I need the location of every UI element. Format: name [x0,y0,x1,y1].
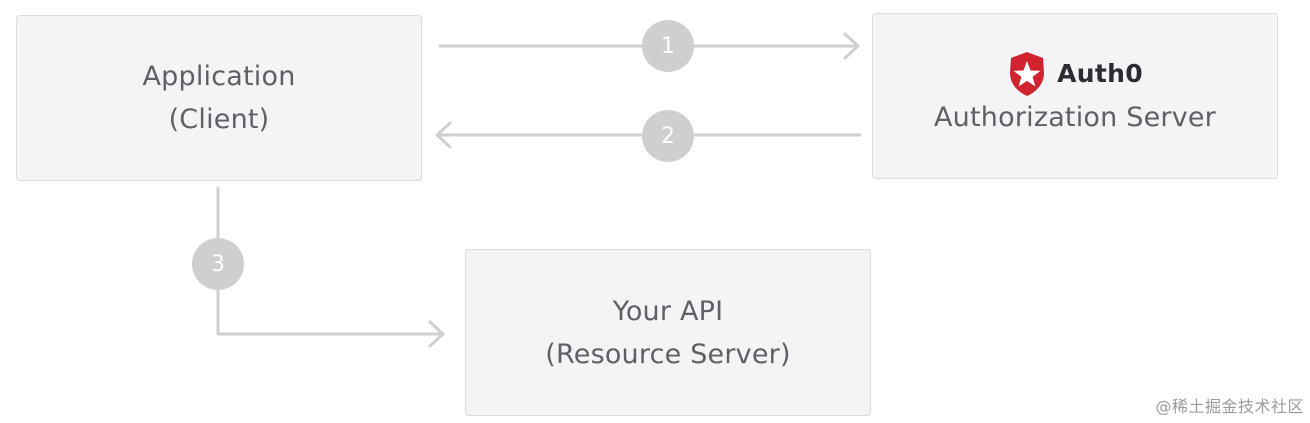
application-client-box: Application (Client) [16,15,422,181]
client-title: Application [142,61,296,92]
client-subtitle: (Client) [168,104,270,135]
auth0-logo: Auth0 [1007,51,1143,96]
auth0-brand-text: Auth0 [1057,59,1143,88]
auth0-shield-icon [1010,51,1045,96]
watermark: @稀土掘金技术社区 [1155,397,1304,416]
arrow-1-head [843,32,860,60]
auth-title: Authorization Server [934,101,1216,133]
step-badge-2: 2 [642,110,694,162]
api-subtitle: (Resource Server) [545,338,791,370]
arrow-3-head [428,320,445,348]
resource-server-box: Your API (Resource Server) [465,249,871,416]
api-title: Your API [612,295,724,327]
arrow-3-line [216,186,445,336]
authorization-server-box: Auth0 Authorization Server [872,13,1278,179]
step-badge-3: 3 [192,238,244,290]
arrow-2-head [435,121,452,149]
step-badge-1: 1 [642,20,694,72]
